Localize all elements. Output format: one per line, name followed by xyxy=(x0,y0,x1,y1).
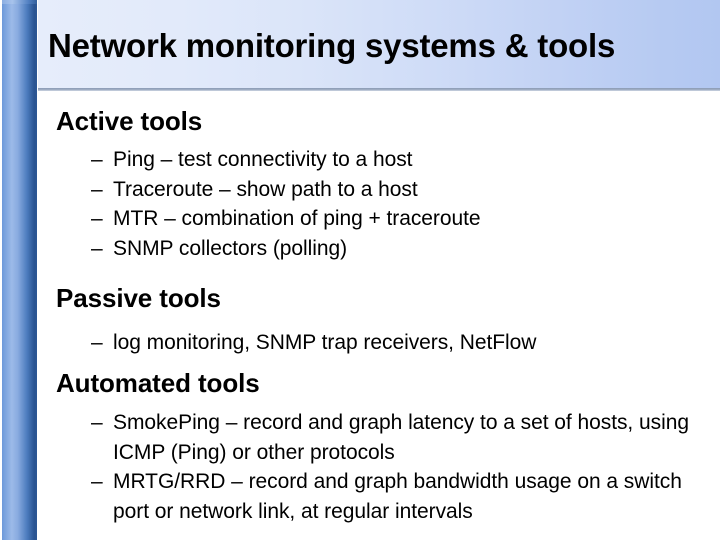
bullet-dash-icon: – xyxy=(91,148,103,171)
bullet-dash-icon: – xyxy=(91,236,103,260)
section-heading-passive-tools: Passive tools xyxy=(56,283,221,313)
slide-title: Network monitoring systems & tools xyxy=(48,27,616,64)
list-item-text: log monitoring, SNMP trap receivers, Net… xyxy=(113,331,537,354)
left-accent-bar xyxy=(2,0,37,540)
bullet-list-active-tools: – Ping – test connectivity to a host – T… xyxy=(91,145,705,263)
bullet-dash-icon: – xyxy=(91,411,103,434)
section-heading-active-tools: Active tools xyxy=(56,106,203,136)
list-item-text: MTR – combination of ping + traceroute xyxy=(113,207,481,230)
bullet-list-passive-tools: – log monitoring, SNMP trap receivers, N… xyxy=(91,328,705,358)
title-banner-divider xyxy=(38,88,720,91)
list-item: – SmokePing – record and graph latency t… xyxy=(91,408,705,467)
list-item: – MTR – combination of ping + traceroute xyxy=(91,204,705,234)
list-item: – log monitoring, SNMP trap receivers, N… xyxy=(91,328,705,358)
list-item: – MRTG/RRD – record and graph bandwidth … xyxy=(91,467,705,526)
left-accent-bar-cap xyxy=(2,0,37,4)
list-item: – Traceroute – show path to a host xyxy=(91,175,705,205)
bullet-dash-icon: – xyxy=(91,470,103,493)
list-item-text: SmokePing – record and graph latency to … xyxy=(113,411,689,464)
list-item-text: SNMP collectors (polling) xyxy=(113,236,348,260)
bullet-dash-icon: – xyxy=(91,177,103,201)
section-heading-automated-tools: Automated tools xyxy=(56,368,260,398)
list-item: – SNMP collectors (polling) xyxy=(91,234,705,264)
list-item-text: Traceroute – show path to a host xyxy=(113,177,418,201)
bullet-list-automated-tools: – SmokePing – record and graph latency t… xyxy=(91,408,705,526)
list-item-text: Ping – test connectivity to a host xyxy=(113,148,413,171)
title-banner xyxy=(38,0,720,88)
bullet-dash-icon: – xyxy=(91,331,103,354)
list-item: – Ping – test connectivity to a host xyxy=(91,145,705,175)
list-item-text: MRTG/RRD – record and graph bandwidth us… xyxy=(113,470,682,523)
bullet-dash-icon: – xyxy=(91,207,103,230)
